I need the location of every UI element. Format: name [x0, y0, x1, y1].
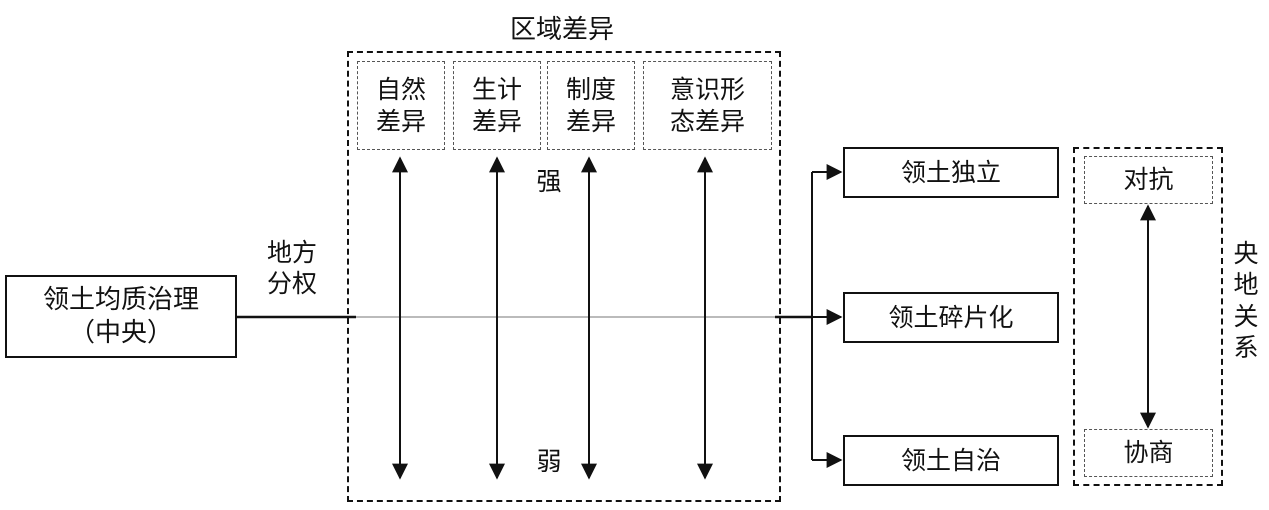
category-natural-box: 自然 差异	[357, 61, 445, 150]
regional-differences-frame	[347, 51, 781, 502]
category-ideological-line1: 意识形	[669, 75, 745, 105]
decentralization-line2: 分权	[266, 269, 317, 299]
central-local-relation-title: 央地关系	[1233, 239, 1259, 362]
category-livelihood-line1: 生计	[471, 75, 522, 105]
left-box-line1: 领土均质治理	[42, 285, 199, 315]
regional-differences-title: 区域差异	[509, 15, 614, 45]
category-natural-line1: 自然	[375, 75, 426, 105]
weak-label: 弱	[536, 447, 562, 476]
relation-confrontation-label: 对抗	[1123, 165, 1174, 195]
relation-negotiation-label: 协商	[1123, 438, 1174, 468]
outcome-autonomy-label: 领土自治	[900, 445, 1001, 475]
outcome-independence-label: 领土独立	[900, 157, 1001, 187]
category-livelihood-line2: 差异	[471, 106, 522, 136]
category-institutional-line2: 差异	[565, 106, 616, 136]
category-ideological-line2: 态差异	[669, 106, 745, 136]
outcome-autonomy-box: 领土自治	[843, 435, 1059, 486]
territorial-homogeneous-governance-box: 领土均质治理 （中央）	[5, 275, 237, 358]
relation-confrontation-box: 对抗	[1084, 156, 1213, 204]
category-institutional-box: 制度 差异	[547, 61, 635, 150]
left-box-line2: （中央）	[68, 317, 173, 348]
outcome-fragmentation-label: 领土碎片化	[888, 302, 1014, 332]
category-natural-line2: 差异	[375, 106, 426, 136]
decentralization-label: 地方 分权	[250, 237, 334, 300]
category-livelihood-box: 生计 差异	[453, 61, 541, 150]
outcome-fragmentation-box: 领土碎片化	[843, 292, 1059, 343]
relation-negotiation-box: 协商	[1084, 429, 1213, 477]
strong-label: 强	[536, 167, 562, 196]
category-ideological-box: 意识形 态差异	[643, 61, 772, 150]
category-institutional-line1: 制度	[565, 75, 616, 105]
outcome-independence-box: 领土独立	[843, 147, 1059, 198]
decentralization-line1: 地方	[266, 238, 317, 267]
central-local-relation-frame	[1073, 147, 1223, 486]
